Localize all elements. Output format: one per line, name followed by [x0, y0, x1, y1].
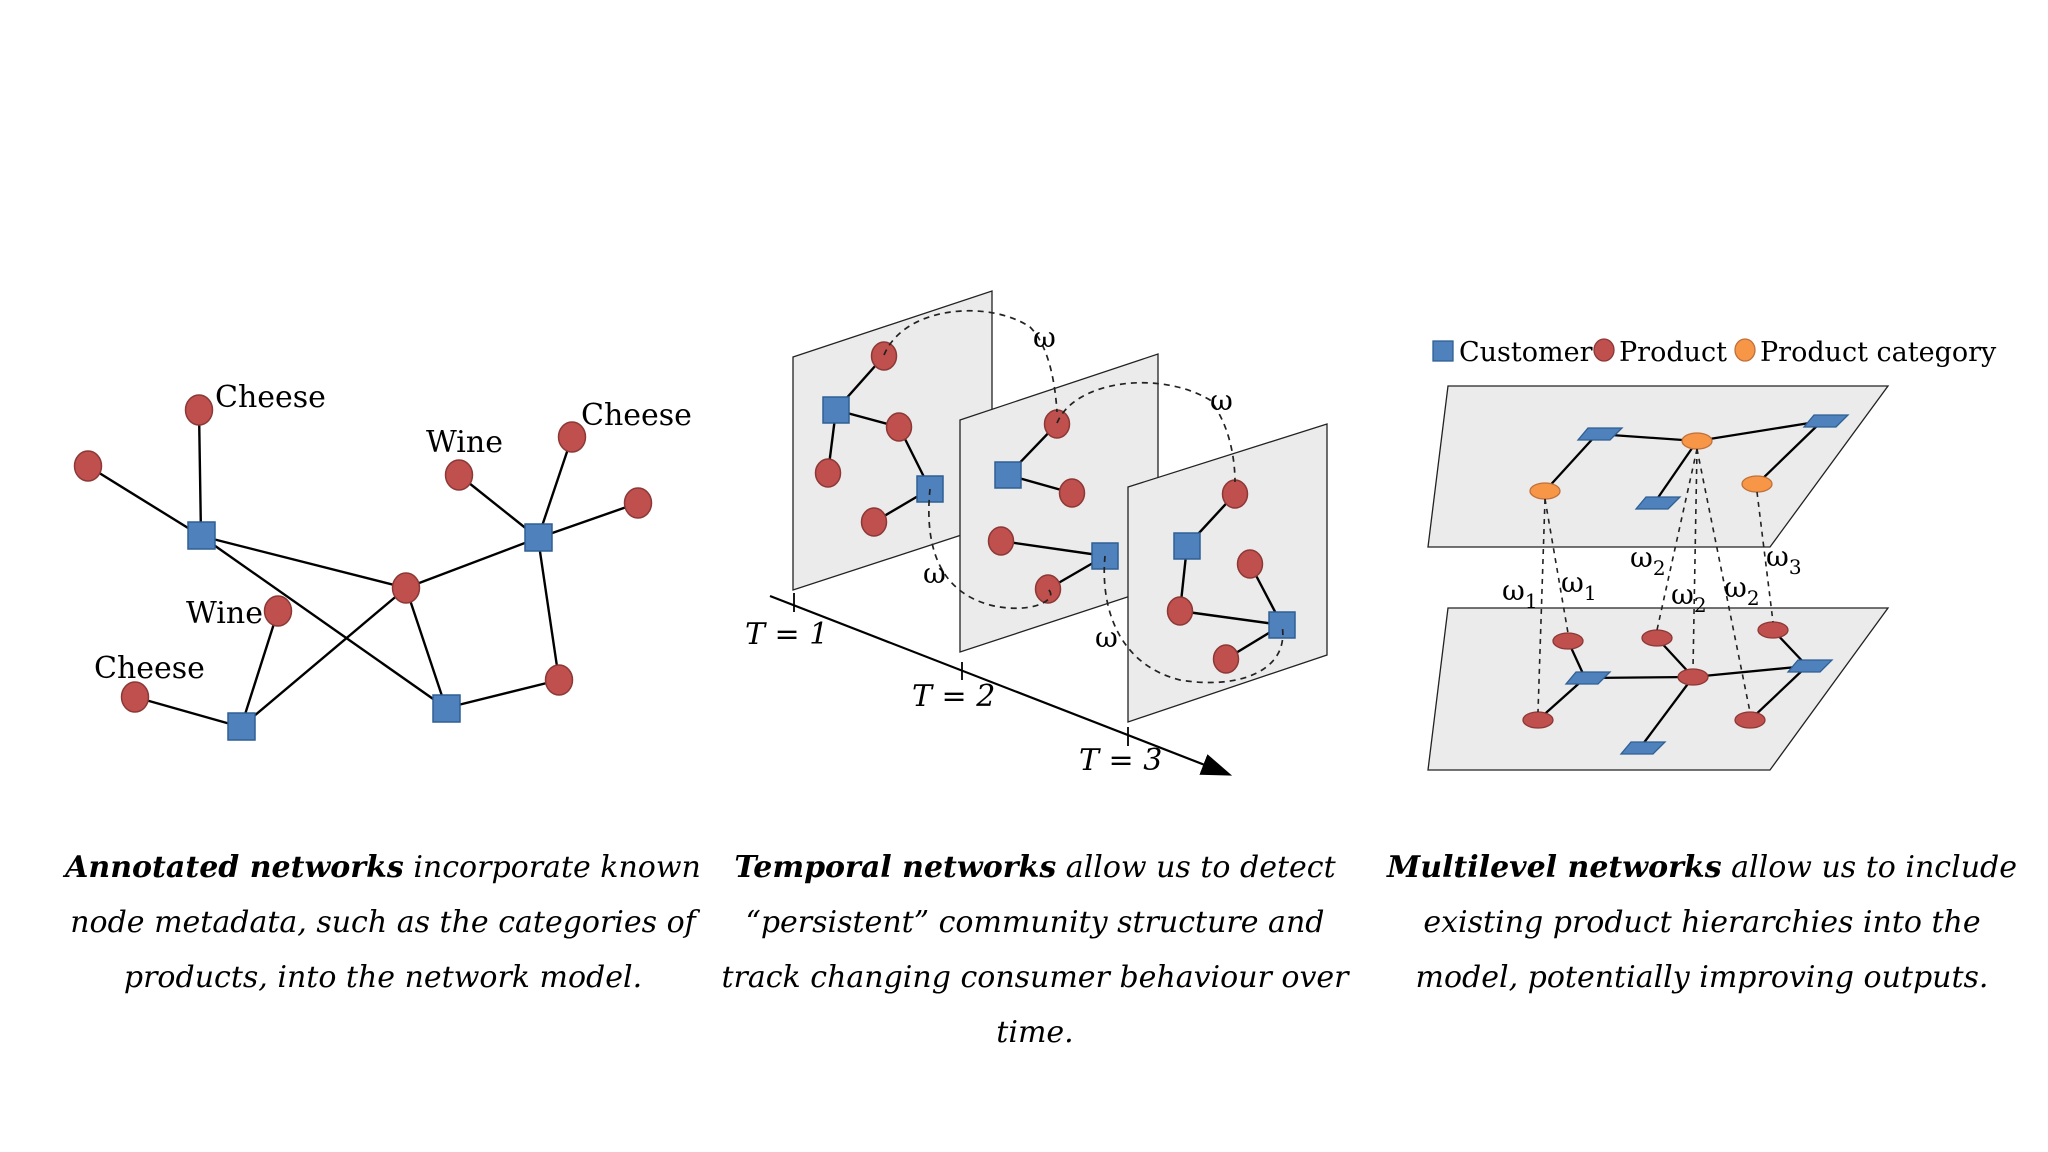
customer-node: [1634, 496, 1682, 510]
product-layer: [1427, 607, 1890, 771]
product-node: [1641, 629, 1673, 647]
node-label-cheese: Cheese: [215, 380, 326, 415]
node-label-wine: Wine: [426, 425, 503, 460]
category-node: [1741, 475, 1773, 493]
customer-node: [1802, 414, 1850, 428]
customer-node: [1576, 427, 1624, 441]
legend-category-label: Product category: [1760, 337, 1997, 368]
product-node: [1677, 668, 1709, 686]
product-node: [1034, 574, 1062, 604]
omega-label: ω: [1210, 384, 1233, 417]
svg-text:ω2: ω2: [1630, 541, 1666, 580]
caption-annotated-title: Annotated networks: [65, 850, 404, 885]
annotated-network-panel: Cheese Wine Cheese Wine Cheese: [73, 380, 692, 741]
customer-node: [524, 523, 553, 552]
product-node: [1166, 596, 1194, 626]
product-node: [444, 459, 474, 491]
node-label-wine: Wine: [186, 596, 263, 631]
annotated-product-nodes: [73, 394, 653, 713]
time-slice-1: [792, 290, 993, 591]
product-node: [1757, 621, 1789, 639]
product-node: [860, 507, 888, 537]
caption-annotated-text: incorporate known node metadata, such as…: [70, 850, 701, 995]
product-node: [1058, 478, 1086, 508]
customer-node: [1173, 532, 1201, 560]
annotated-edges: [87, 409, 639, 729]
product-node: [391, 572, 421, 604]
customer-node: [1619, 741, 1667, 755]
product-node: [73, 450, 103, 482]
svg-text:ω1: ω1: [1502, 574, 1538, 613]
omega-label: ω: [1095, 621, 1118, 654]
product-node: [120, 681, 150, 713]
legend-product-icon: [1593, 338, 1615, 362]
omega-2-label: ω2: [1724, 571, 1760, 610]
omega-2-label: ω2: [1630, 541, 1666, 580]
legend-category-icon: [1734, 338, 1756, 362]
temporal-couplings: [883, 310, 1284, 684]
caption-temporal-text: allow us to detect “persistent” communit…: [721, 850, 1349, 1050]
caption-annotated-networks: Annotated networks incorporate known nod…: [58, 840, 708, 1005]
time-slice-2: [959, 353, 1159, 653]
temporal-network-panel: ω ω ω ω T = 1 T = 2 T = 3: [745, 290, 1328, 778]
customer-node: [432, 694, 461, 723]
product-node: [885, 412, 913, 442]
omega-label: ω: [1033, 321, 1056, 354]
product-node: [1236, 549, 1264, 579]
caption-multilevel-title: Multilevel networks: [1387, 850, 1722, 885]
time-label: T = 2: [912, 679, 995, 714]
caption-temporal-title: Temporal networks: [734, 850, 1057, 885]
omega-3-label: ω3: [1766, 540, 1802, 579]
omega-label: ω: [923, 557, 946, 590]
product-node: [814, 458, 842, 488]
node-label-cheese: Cheese: [94, 651, 205, 686]
time-label: T = 1: [745, 617, 828, 652]
product-node: [557, 421, 587, 453]
customer-node: [227, 712, 256, 741]
node-label-cheese: Cheese: [581, 398, 692, 433]
legend-product-label: Product: [1619, 337, 1727, 368]
multilevel-couplings: [1537, 448, 1774, 713]
product-node: [1221, 479, 1249, 509]
legend-customer-label: Customer: [1459, 337, 1593, 368]
omega-1-label: ω1: [1561, 566, 1597, 605]
svg-text:ω2: ω2: [1724, 571, 1760, 610]
product-node: [1212, 644, 1240, 674]
legend-customer-icon: [1432, 340, 1454, 362]
category-layer: [1427, 385, 1890, 548]
time-label: T = 3: [1079, 743, 1162, 778]
product-node: [1734, 711, 1766, 729]
svg-text:ω2: ω2: [1671, 578, 1707, 617]
omega-1-label: ω1: [1502, 574, 1538, 613]
customer-node: [1564, 671, 1612, 685]
product-node: [987, 526, 1015, 556]
category-node: [1529, 482, 1561, 500]
annotated-customer-nodes: [187, 521, 553, 741]
product-node: [263, 595, 293, 627]
caption-multilevel-networks: Multilevel networks allow us to include …: [1372, 840, 2032, 1005]
product-node: [623, 487, 653, 519]
customer-node: [1786, 659, 1834, 673]
time-axis: [769, 594, 1233, 776]
time-slice-3: [1127, 423, 1328, 723]
caption-temporal-networks: Temporal networks allow us to detect “pe…: [715, 840, 1355, 1060]
customer-node: [822, 396, 850, 424]
multilevel-network-panel: Customer Product Product category: [1427, 337, 1997, 771]
customer-node: [187, 521, 216, 550]
category-node: [1681, 432, 1713, 450]
product-node: [544, 664, 574, 696]
legend: Customer Product Product category: [1432, 337, 1997, 368]
svg-text:ω3: ω3: [1766, 540, 1802, 579]
caption-multilevel-text: allow us to include existing product hie…: [1415, 850, 2017, 995]
svg-text:ω1: ω1: [1561, 566, 1597, 605]
product-node: [1043, 409, 1071, 439]
product-node: [1522, 711, 1554, 729]
product-node: [1552, 632, 1584, 650]
product-node: [184, 394, 214, 426]
customer-node: [994, 461, 1022, 489]
omega-2-label: ω2: [1671, 578, 1707, 617]
product-node: [870, 341, 898, 371]
